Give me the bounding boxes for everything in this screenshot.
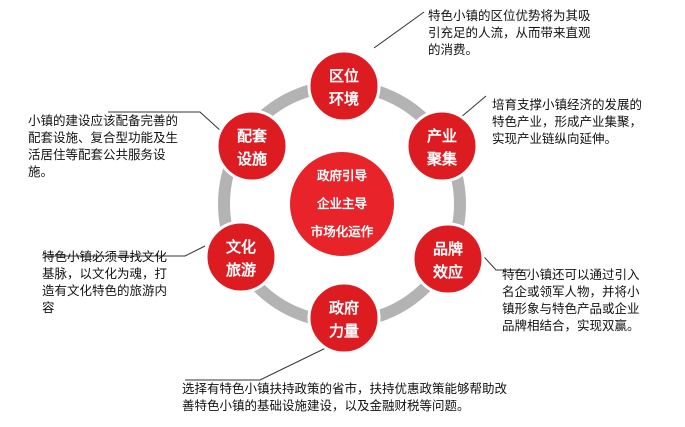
leader-line-industry	[459, 95, 487, 119]
desc-industry-line: 培育支撑小镇经济的发展的	[492, 97, 643, 112]
desc-facilities-line: 活居住等配套公共服务设	[28, 147, 166, 162]
desc-culture-line: 造有文化特色的旅游内	[42, 283, 168, 298]
node-brand: 品牌 效应	[411, 222, 485, 296]
desc-industry: 培育支撑小镇经济的发展的 特色产业，形成产业集聚， 实现产业链纵向延伸。	[492, 96, 682, 147]
desc-culture: 特色小镇必须寻找文化 基脉，以文化为魂，打 造有文化特色的旅游内 容	[42, 248, 202, 316]
node-industry: 产业 聚集	[405, 109, 479, 183]
center-line-1: 政府引导	[317, 168, 368, 183]
desc-location-line: 引充足的人流，从而带来直观	[428, 25, 591, 40]
node-location: 区位 环境	[307, 49, 381, 123]
desc-facilities-line: 小镇的建设应该配备完善的	[28, 113, 179, 128]
desc-brand-line: 名企或领军人物，并将小	[502, 284, 640, 299]
node-culture-line-1: 文化	[226, 238, 256, 256]
desc-brand: 特色小镇还可以通过引入 名企或领军人物，并将小 镇形象与特色产品或企业 品牌相结…	[502, 266, 682, 334]
desc-industry-line: 实现产业链纵向延伸。	[492, 131, 618, 146]
desc-facilities-line: 配套设施、复合型功能及生	[28, 130, 179, 145]
node-industry-line-1: 产业	[427, 127, 457, 145]
desc-culture-line: 特色小镇必须寻找文化	[42, 249, 168, 264]
desc-location-line: 特色小镇的区位优势将为其吸	[428, 8, 591, 23]
desc-culture-line: 基脉，以文化为魂，打	[42, 266, 168, 281]
node-culture: 文化 旅游	[204, 220, 278, 294]
leader-line-government	[185, 343, 335, 381]
desc-facilities: 小镇的建设应该配备完善的 配套设施、复合型功能及生 活居住等配套公共服务设 施。	[28, 112, 206, 180]
node-brand-line-1: 品牌	[433, 240, 463, 258]
node-government-line-2: 力量	[329, 322, 359, 340]
desc-culture-line: 容	[42, 300, 55, 315]
node-brand-line-2: 效应	[433, 263, 463, 281]
node-location-line-1: 区位	[329, 67, 359, 85]
node-government-line-1: 政府	[329, 299, 359, 317]
desc-government: 选择有特色小镇扶持政策的省市，扶持优惠政策能够帮助改 善特色小镇的基础设施建设，…	[182, 380, 582, 414]
node-facilities-line-2: 设施	[237, 150, 267, 168]
desc-industry-line: 特色产业，形成产业集聚，	[492, 114, 643, 129]
desc-brand-line: 品牌相结合，实现双赢。	[502, 318, 640, 333]
desc-government-line: 善特色小镇的基础设施建设，以及金融财税等问题。	[182, 398, 470, 413]
node-facilities: 配套 设施	[215, 109, 289, 183]
leader-line-culture	[45, 245, 206, 257]
desc-location: 特色小镇的区位优势将为其吸 引充足的人流，从而带来直观 的消费。	[428, 7, 628, 58]
desc-government-line: 选择有特色小镇扶持政策的省市，扶持优惠政策能够帮助改	[182, 381, 508, 396]
desc-brand-line: 镇形象与特色产品或企业	[502, 301, 640, 316]
desc-brand-line: 特色小镇还可以通过引入	[502, 267, 640, 282]
node-location-line-2: 环境	[329, 90, 359, 108]
leader-line-facilities	[108, 111, 223, 133]
desc-location-line: 的消费。	[428, 42, 479, 57]
node-facilities-line-1: 配套	[237, 127, 268, 145]
center-line-2: 企业主导	[316, 196, 368, 211]
node-government: 政府 力量	[307, 281, 381, 355]
center-circle	[290, 152, 394, 256]
leader-line-location	[373, 11, 425, 49]
center-line-3: 市场化运作	[311, 224, 374, 239]
node-culture-line-2: 旅游	[226, 261, 256, 279]
node-industry-line-2: 聚集	[426, 150, 458, 168]
desc-facilities-line: 施。	[28, 164, 54, 179]
